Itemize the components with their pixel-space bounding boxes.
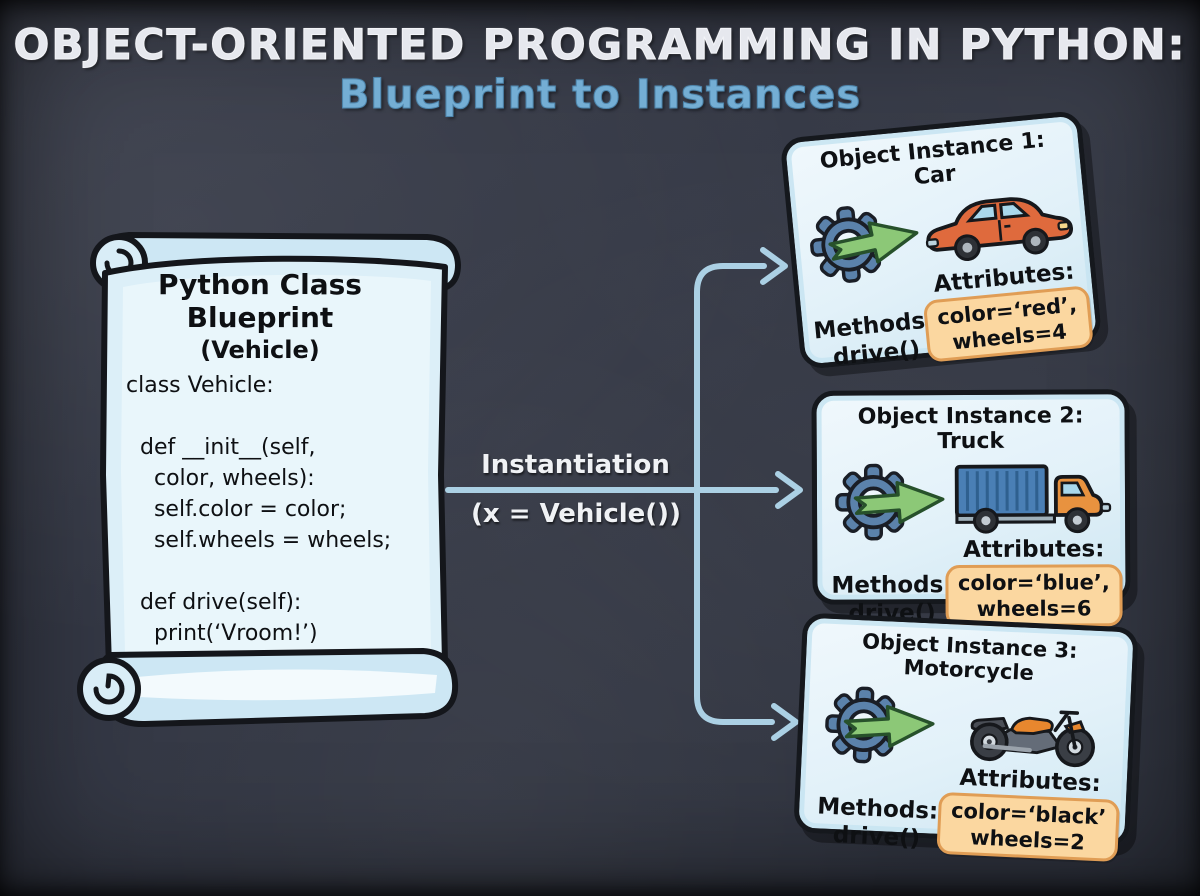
code-line: print(‘Vroom!’): [126, 621, 318, 646]
method-name: drive(): [832, 822, 921, 853]
gear-arrow-icon: [835, 463, 945, 541]
instantiation-expression: (x = Vehicle()): [471, 499, 681, 529]
code-line: class Vehicle:: [126, 373, 274, 398]
scroll-graphic: [77, 232, 461, 728]
truck-icon: [955, 464, 1112, 534]
code-line: [126, 556, 391, 587]
methods-column: Methods: drive(): [809, 677, 949, 854]
attributes-label: Attributes:: [958, 764, 1102, 798]
car-icon: [925, 197, 1073, 262]
code-line: def __init__(self,: [126, 435, 316, 460]
attributes-box: color=‘red’, wheels=4: [922, 285, 1094, 363]
arrow-branch-up: [694, 263, 767, 493]
gear-arrow-icon: [825, 686, 935, 764]
blueprint-heading-line2: Blueprint: [186, 301, 334, 334]
instance-card-car: Object Instance 1: Car: [779, 110, 1103, 371]
attribute-color: color=‘blue’,: [957, 570, 1110, 596]
code-line: [126, 401, 391, 432]
gear-arrow-icon: [810, 206, 919, 283]
methods-label: Methods:: [831, 572, 953, 599]
arrowhead-mid-icon: [775, 471, 803, 509]
blueprint-heading-line3: (Vehicle): [200, 336, 320, 364]
scroll-bottom-curl: [77, 657, 141, 721]
instantiation-label: Instantiation: [481, 450, 670, 480]
attributes-column: Attributes: color=‘black’ wheels=2: [936, 683, 1121, 862]
blueprint-heading-line1: Python Class: [158, 268, 362, 301]
attributes-column: Attributes: color=‘blue’, wheels=6: [944, 455, 1124, 628]
attribute-wheels: wheels=6: [976, 596, 1092, 621]
attributes-column: Attributes: color=‘red’, wheels=4: [920, 177, 1094, 363]
code-line: def drive(self):: [126, 590, 302, 615]
attributes-box: color=‘black’ wheels=2: [936, 791, 1121, 862]
instance-card-truck: Object Instance 2: Truck: [811, 389, 1131, 628]
methods-column: Methods: drive(): [829, 456, 955, 628]
arrowhead-down-icon: [771, 703, 799, 741]
blueprint-heading: Python Class Blueprint (Vehicle): [135, 268, 385, 366]
motorcycle-icon: [970, 710, 1096, 768]
arrowhead-up-icon: [760, 247, 788, 285]
code-line: self.wheels = wheels;: [126, 528, 392, 553]
arrow-branch-down: [694, 487, 775, 725]
instance-card-motorcycle: Object Instance 3: Motorcycle: [793, 612, 1139, 862]
page-subtitle: Blueprint to Instances: [338, 72, 862, 119]
page-title: OBJECT-ORIENTED PROGRAMMING IN PYTHON:: [13, 20, 1187, 70]
instance-card-title: Object Instance 2: Truck: [857, 403, 1084, 455]
attributes-label: Attributes:: [963, 536, 1105, 564]
code-line: color, wheels):: [126, 466, 315, 491]
attributes-box: color=‘blue’, wheels=6: [944, 564, 1124, 628]
blueprint-code: class Vehicle: def __init__(self, color,…: [126, 370, 391, 649]
methods-column: Methods: drive(): [803, 192, 937, 374]
code-line: self.color = color;: [126, 497, 347, 522]
